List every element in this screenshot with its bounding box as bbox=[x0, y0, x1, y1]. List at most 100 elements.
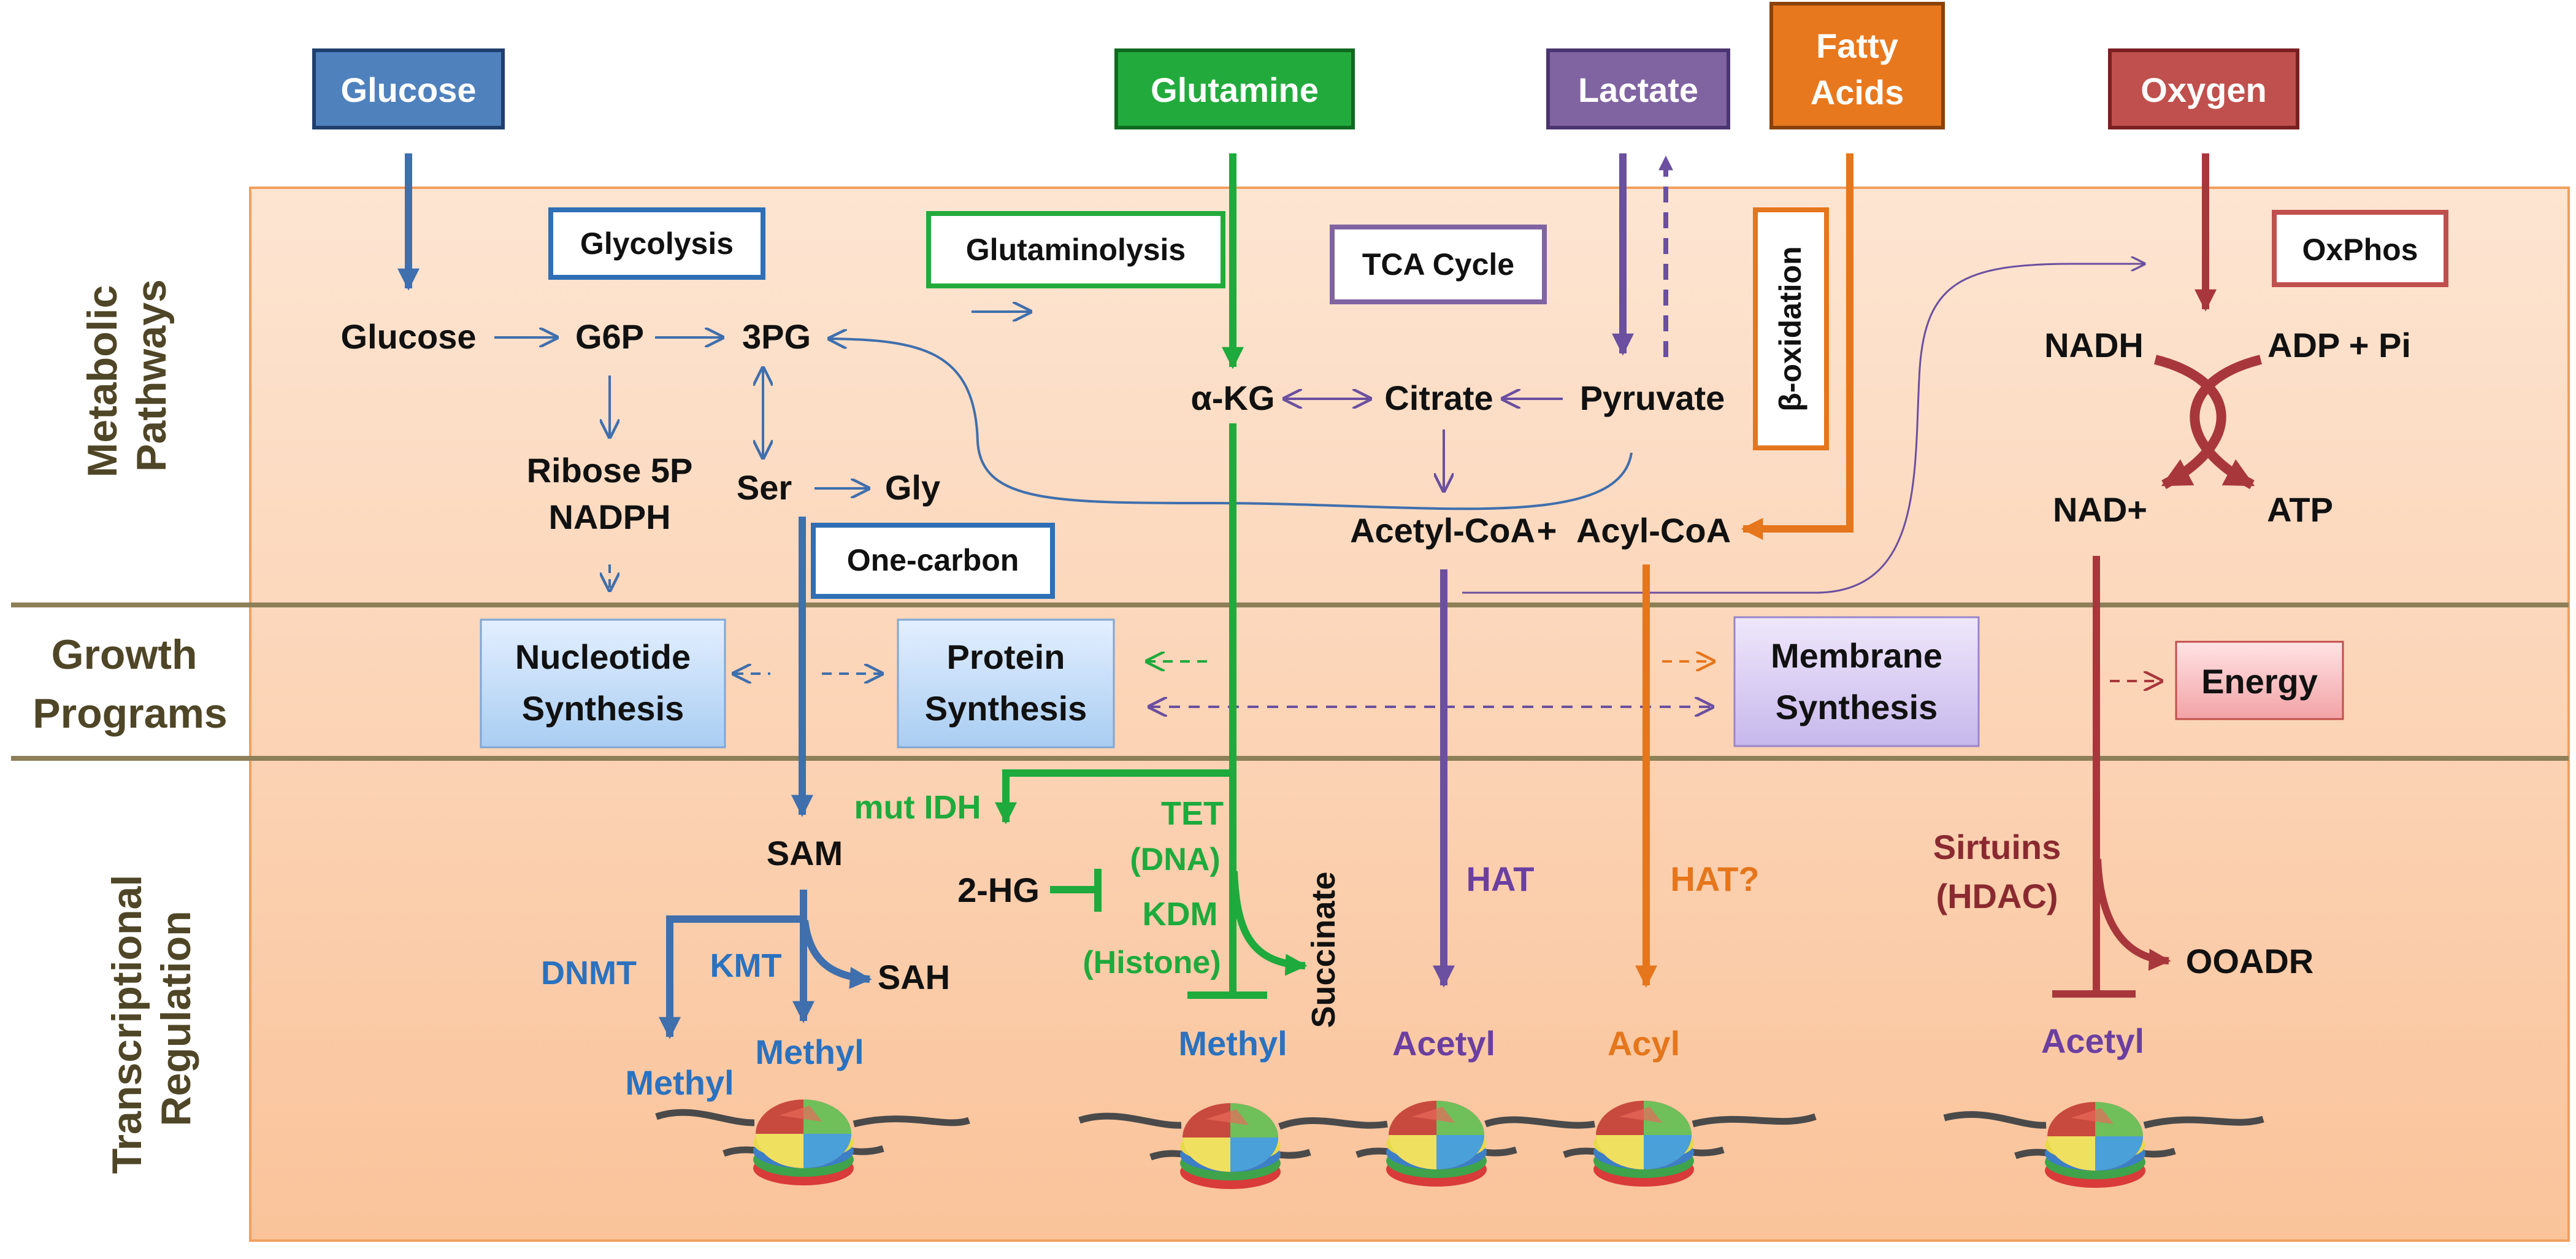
metabolite-ser: Ser bbox=[737, 468, 792, 507]
reg-kmt: KMT bbox=[710, 947, 782, 984]
growth-protein-l2: Synthesis bbox=[925, 689, 1087, 728]
reg-hdac: (HDAC) bbox=[1936, 877, 2058, 915]
section-transcriptional-l1: Transcriptional bbox=[104, 875, 150, 1174]
reg-methyl-2: Methyl bbox=[625, 1063, 734, 1102]
input-lactate-label: Lactate bbox=[1578, 71, 1698, 109]
pathway-beta-oxidation-label: β-oxidation bbox=[1773, 246, 1807, 411]
input-fatty-acids-line2: Acids bbox=[1811, 73, 1904, 112]
metabolite-nadph: NADPH bbox=[548, 498, 670, 536]
dna-strand-5 bbox=[1484, 1116, 1595, 1129]
metabolite-nadh: NADH bbox=[2044, 326, 2144, 364]
growth-energy-label: Energy bbox=[2201, 662, 2318, 701]
section-growth-label: Growth Programs bbox=[33, 631, 227, 737]
metabolite-plus: + bbox=[1537, 511, 1557, 550]
section-metabolic-l1: Metabolic bbox=[79, 285, 126, 478]
dna-strand-7 bbox=[1943, 1111, 2047, 1129]
reg-mut-idh: mut IDH bbox=[854, 789, 981, 826]
dna-strand-2 bbox=[853, 1115, 970, 1128]
section-growth-l2: Programs bbox=[33, 690, 227, 737]
reg-acetyl-1: Acetyl bbox=[1392, 1024, 1495, 1063]
input-glutamine-label: Glutamine bbox=[1151, 71, 1319, 109]
metabolite-akg: α-KG bbox=[1190, 379, 1275, 417]
metabolite-acetylcoa: Acetyl-CoA bbox=[1350, 511, 1535, 550]
section-metabolic-label: Metabolic Pathways bbox=[79, 274, 175, 478]
arrow-to-succinate bbox=[1230, 871, 1308, 976]
reg-acetyl-2: Acetyl bbox=[2041, 1022, 2144, 1060]
pathway-one-carbon: One-carbon bbox=[811, 523, 1055, 599]
metabolite-atp: ATP bbox=[2267, 490, 2333, 529]
metabolite-acylcoa: Acyl-CoA bbox=[1576, 511, 1731, 550]
growth-nucleotide-l2: Synthesis bbox=[522, 689, 684, 728]
reg-acyl: Acyl bbox=[1608, 1024, 1680, 1063]
pathway-glycolysis-label: Glycolysis bbox=[580, 226, 734, 261]
metabolite-pyruvate: Pyruvate bbox=[1580, 379, 1725, 417]
dna-strand-6 bbox=[1692, 1113, 1817, 1128]
growth-membrane: Membrane Synthesis bbox=[1733, 616, 1980, 747]
growth-energy: Energy bbox=[2175, 641, 2344, 720]
input-oxygen: Oxygen bbox=[2108, 48, 2299, 129]
reg-methyl-1: Methyl bbox=[755, 1033, 864, 1071]
metabolite-gly: Gly bbox=[885, 468, 940, 507]
reg-ooadr: OOADR bbox=[2186, 942, 2313, 980]
section-transcriptional-label: Transcriptional Regulation bbox=[104, 863, 199, 1174]
pathway-oxphos: OxPhos bbox=[2272, 210, 2448, 287]
reg-dnmt: DNMT bbox=[541, 955, 637, 991]
dna-strand-4 bbox=[1278, 1117, 1388, 1130]
section-growth-l1: Growth bbox=[52, 631, 197, 678]
pathway-glutaminolysis: Glutaminolysis bbox=[926, 211, 1225, 288]
band-divider-top bbox=[11, 603, 2569, 607]
metabolite-adp: ADP + Pi bbox=[2267, 326, 2411, 364]
dna-strand-3 bbox=[1078, 1112, 1182, 1129]
reg-sah: SAH bbox=[878, 958, 950, 996]
input-fatty-acids: Fatty Acids bbox=[1769, 2, 1945, 129]
pathway-one-carbon-label: One-carbon bbox=[847, 543, 1019, 577]
reg-kdm: KDM bbox=[1143, 896, 1218, 933]
input-glucose: Glucose bbox=[312, 48, 505, 129]
growth-nucleotide-l1: Nucleotide bbox=[515, 637, 691, 676]
growth-membrane-l2: Synthesis bbox=[1776, 688, 1938, 726]
arrow-nadh-nad bbox=[2154, 355, 2226, 490]
arrow-sam-dnmt bbox=[659, 890, 807, 1039]
dna-strand-8 bbox=[2143, 1115, 2264, 1129]
growth-protein-l1: Protein bbox=[947, 637, 1065, 676]
arrow-acetylcoa-oxphos bbox=[1462, 264, 2144, 594]
arrow-adp-atp bbox=[2190, 355, 2262, 490]
band-divider-bottom bbox=[11, 756, 2569, 761]
reg-histone: (Histone) bbox=[1083, 945, 1221, 980]
growth-protein: Protein Synthesis bbox=[897, 618, 1115, 749]
pathway-glutaminolysis-label: Glutaminolysis bbox=[966, 233, 1186, 267]
arrow-sam-sah bbox=[801, 920, 872, 989]
reg-2hg: 2-HG bbox=[957, 871, 1040, 909]
metabolite-nad: NAD+ bbox=[2053, 490, 2147, 529]
input-oxygen-label: Oxygen bbox=[2141, 71, 2266, 109]
pathway-glycolysis: Glycolysis bbox=[548, 207, 765, 280]
input-fatty-acids-line1: Fatty bbox=[1816, 26, 1898, 65]
input-glutamine: Glutamine bbox=[1114, 48, 1355, 129]
metabolite-3pg: 3PG bbox=[742, 317, 811, 356]
reg-sam: SAM bbox=[767, 834, 843, 872]
reg-dna: (DNA) bbox=[1130, 842, 1220, 877]
pathway-tca: TCA Cycle bbox=[1330, 225, 1547, 304]
pathway-beta-oxidation: β-oxidation bbox=[1753, 207, 1829, 450]
reg-succinate: Succinate bbox=[1305, 871, 1342, 1028]
reg-tet: TET bbox=[1161, 795, 1224, 832]
arrow-mutidh-2hg bbox=[995, 769, 1230, 825]
reg-hat-q: HAT? bbox=[1670, 860, 1759, 898]
arrow-fattyacids-acylcoa bbox=[1741, 153, 1853, 540]
input-glucose-label: Glucose bbox=[341, 71, 477, 109]
arrow-pyruvate-3pg bbox=[829, 339, 1633, 510]
section-transcriptional-l2: Regulation bbox=[153, 911, 199, 1126]
reg-sirtuins: Sirtuins bbox=[1933, 828, 2061, 866]
dna-strand-1 bbox=[655, 1109, 755, 1126]
input-lactate: Lactate bbox=[1546, 48, 1730, 129]
arrow-nad-ooadr bbox=[2094, 858, 2171, 971]
growth-nucleotide: Nucleotide Synthesis bbox=[480, 618, 726, 749]
growth-membrane-l1: Membrane bbox=[1771, 636, 1942, 675]
metabolite-citrate: Citrate bbox=[1384, 379, 1493, 417]
section-metabolic-l2: Pathways bbox=[128, 279, 175, 472]
pathway-oxphos-label: OxPhos bbox=[2302, 233, 2418, 267]
reg-hat: HAT bbox=[1466, 860, 1535, 898]
pathway-tca-label: TCA Cycle bbox=[1362, 247, 1514, 282]
metabolite-g6p: G6P bbox=[575, 317, 644, 356]
